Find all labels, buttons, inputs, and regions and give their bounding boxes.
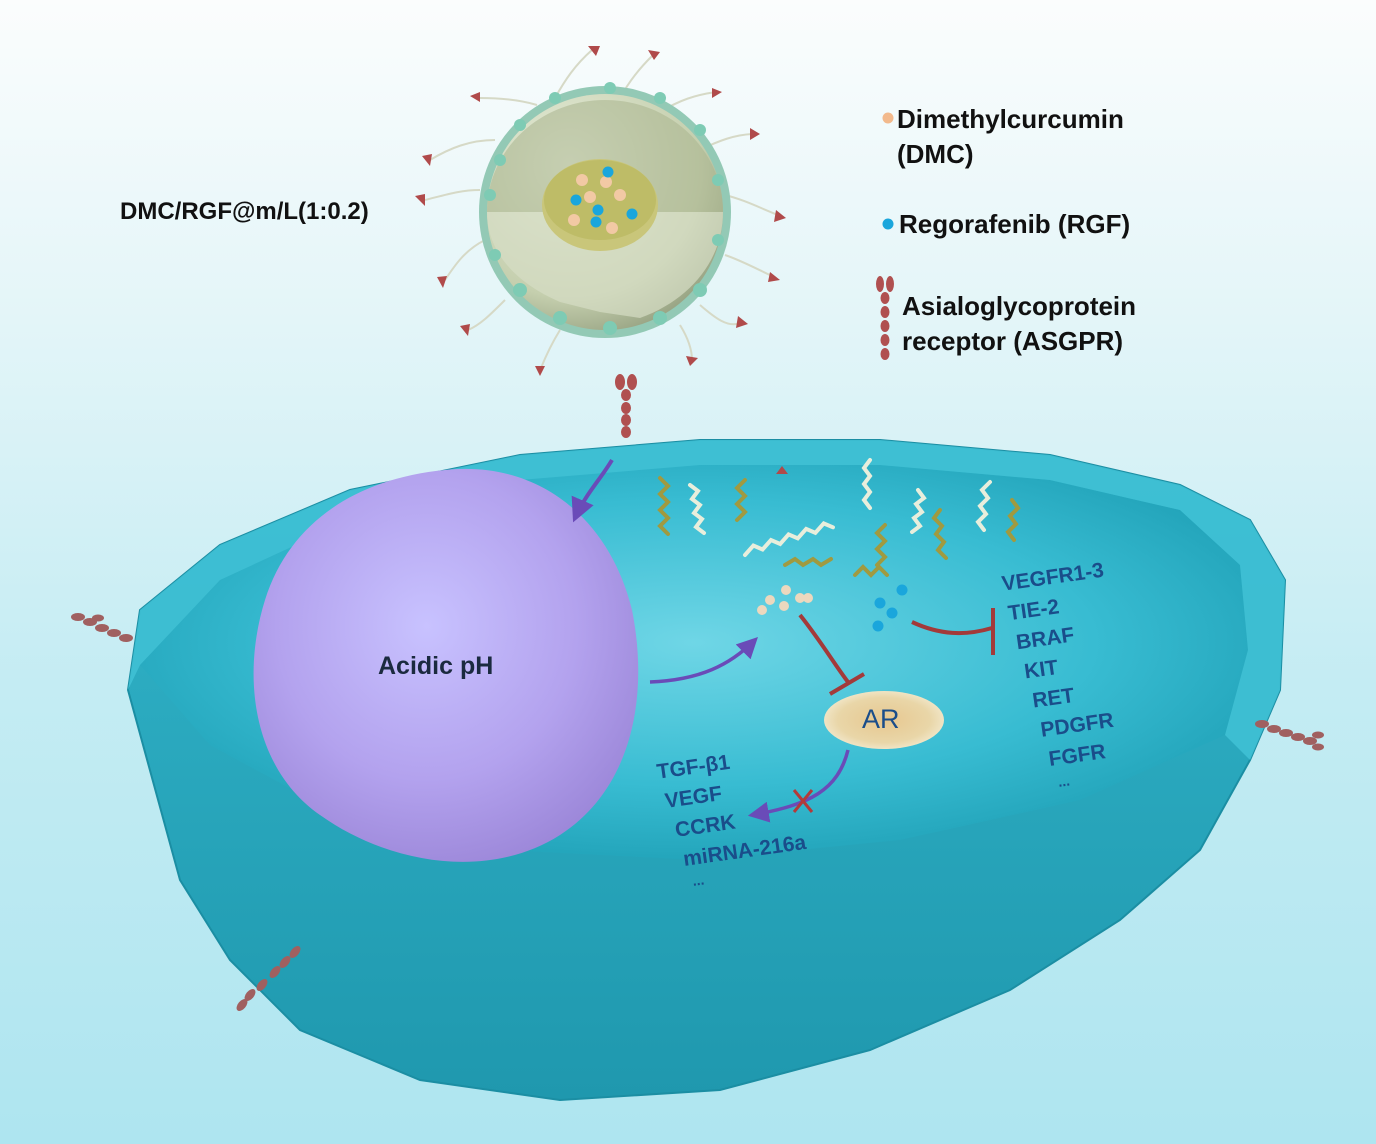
- legend-asgpr-line-2: receptor (ASGPR): [902, 326, 1124, 356]
- cell-surface-receptor: [236, 946, 301, 1011]
- ar-target-list: TGF-β1 VEGF CCRK miRNA-216a ...: [655, 739, 810, 891]
- cell-surface-receptor: [71, 613, 133, 642]
- free-ligand: [776, 466, 788, 474]
- released-lipid-fragments: [657, 458, 1021, 578]
- ar-label: AR: [862, 704, 900, 734]
- asgpr-receptor-icon: [876, 276, 894, 360]
- dmc-inhibits-ar: [798, 613, 850, 684]
- legend-asgpr-line-1: Asialoglycoprotein: [902, 291, 1137, 321]
- ar-downstream-arrow: [747, 749, 850, 823]
- legend-rgf-line-1: Regorafenib (RGF): [899, 209, 1131, 239]
- uptake-arrow: [571, 458, 614, 523]
- nanoparticle-label: DMC/RGF@m/L(1:0.2): [120, 198, 369, 225]
- released-dmc: [757, 585, 813, 615]
- legend-dmc-line-1: Dimethylcurcumin: [897, 104, 1124, 134]
- legend-dmc-line-2: (DMC): [897, 139, 974, 169]
- nanoparticle: [415, 46, 786, 376]
- core-drugs: [568, 166, 638, 234]
- rgf-particle-icon: [882, 218, 894, 230]
- nucleus-label: Acidic pH: [378, 652, 494, 680]
- released-rgf: [872, 584, 908, 632]
- release-arrow: [649, 637, 758, 684]
- nucleus: [253, 468, 639, 862]
- dmc-inhibit-bar: [828, 672, 866, 696]
- dmc-particle-icon: [882, 112, 894, 124]
- blocked-cross-icon: [792, 789, 814, 813]
- rgf-inhibits-kinases: [911, 620, 993, 636]
- bound-asgpr-receptor: [615, 374, 637, 438]
- cell-surface-receptor: [1255, 720, 1324, 751]
- ar-ellipse: [824, 691, 944, 749]
